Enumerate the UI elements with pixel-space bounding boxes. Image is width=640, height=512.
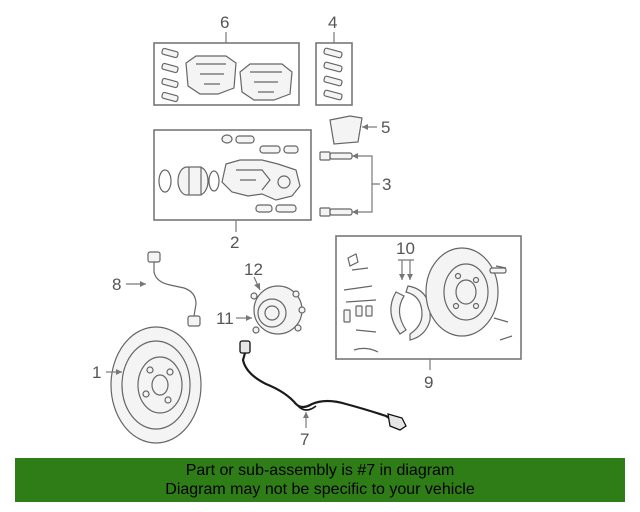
callout-9: 9 [424,373,433,392]
callout-2: 2 [230,233,239,252]
brake-rotor [110,326,202,444]
callout-5: 5 [381,118,390,137]
caliper-body [221,159,301,201]
hardware-pieces [343,253,379,353]
piston-seals [158,166,220,196]
callout-10: 10 [396,239,415,258]
callout-6: 6 [220,13,229,32]
wheel-speed-sensor-7 [239,340,407,431]
caliper-pins [221,134,299,213]
info-banner: Part or sub-assembly is #7 in diagram Di… [15,458,625,502]
clip-group [315,42,353,106]
wheel-speed-sensor-8 [147,251,201,327]
parts-diagram: 6 4 5 2 [92,13,522,449]
box-2 [153,129,312,221]
pad-clips [161,47,179,103]
box-9 [335,235,522,360]
shield-part [329,115,363,145]
brake-pad-left [185,55,237,95]
callout-1: 1 [92,363,101,382]
callout-11: 11 [216,309,234,328]
banner-line-2: Diagram may not be specific to your vehi… [165,481,475,498]
callout-8: 8 [112,275,121,294]
banner-line-1: Part or sub-assembly is #7 in diagram [185,462,455,479]
backing-plate [425,247,499,337]
hub-bearing [250,285,306,335]
brake-shoe-left [390,291,407,335]
brake-pad-group [153,42,300,106]
callout-3: 3 [382,175,391,194]
callout-7: 7 [300,430,309,449]
parking-brake-group [335,235,522,360]
callout-4: 4 [328,13,337,32]
callout-12: 12 [244,260,263,279]
caliper-group [153,129,312,221]
caliper-bolts [319,151,353,217]
